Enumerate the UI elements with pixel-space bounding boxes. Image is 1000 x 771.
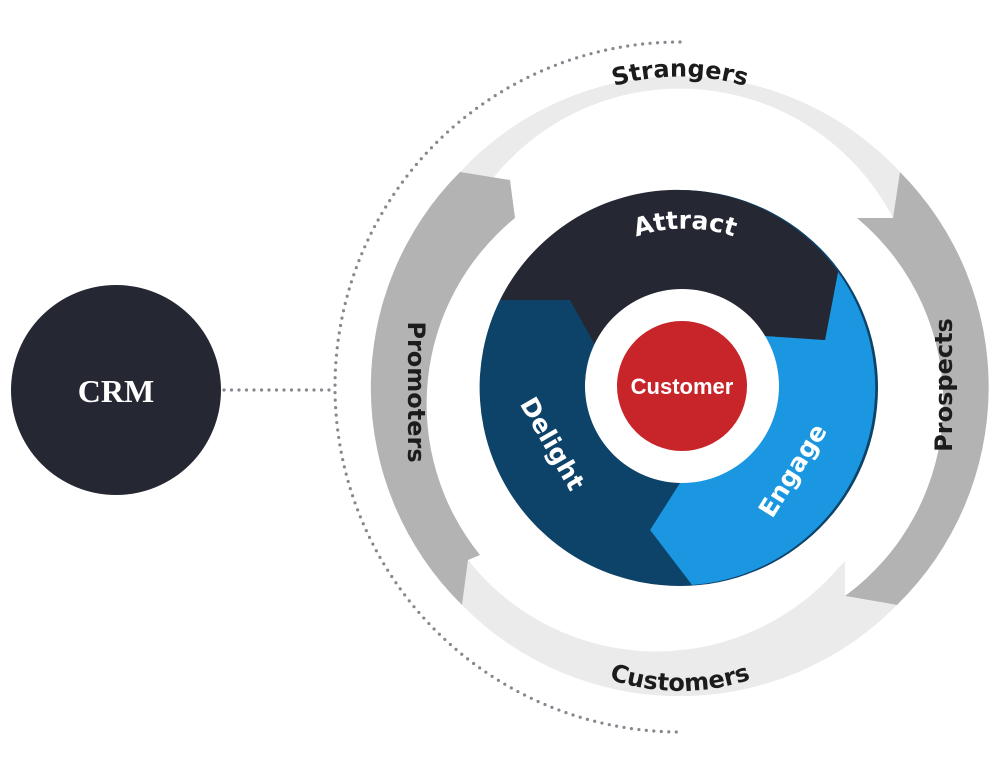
inner-segment-delight[interactable] <box>479 300 720 586</box>
center-label: Customer <box>631 374 734 399</box>
outer-segment-customers[interactable] <box>462 560 897 697</box>
outer-label-promoters: Promoters <box>402 321 430 462</box>
outer-segment-promoters[interactable] <box>370 172 515 605</box>
crm-circle[interactable] <box>11 285 221 495</box>
outer-segment-prospects[interactable] <box>845 172 989 605</box>
outer-label-prospects: Prospects <box>930 318 958 452</box>
inner-segment-attract[interactable] <box>500 189 838 345</box>
center-customer-circle[interactable] <box>617 321 747 451</box>
outer-segment-strangers[interactable] <box>460 75 900 218</box>
crm-label: CRM <box>78 373 154 409</box>
